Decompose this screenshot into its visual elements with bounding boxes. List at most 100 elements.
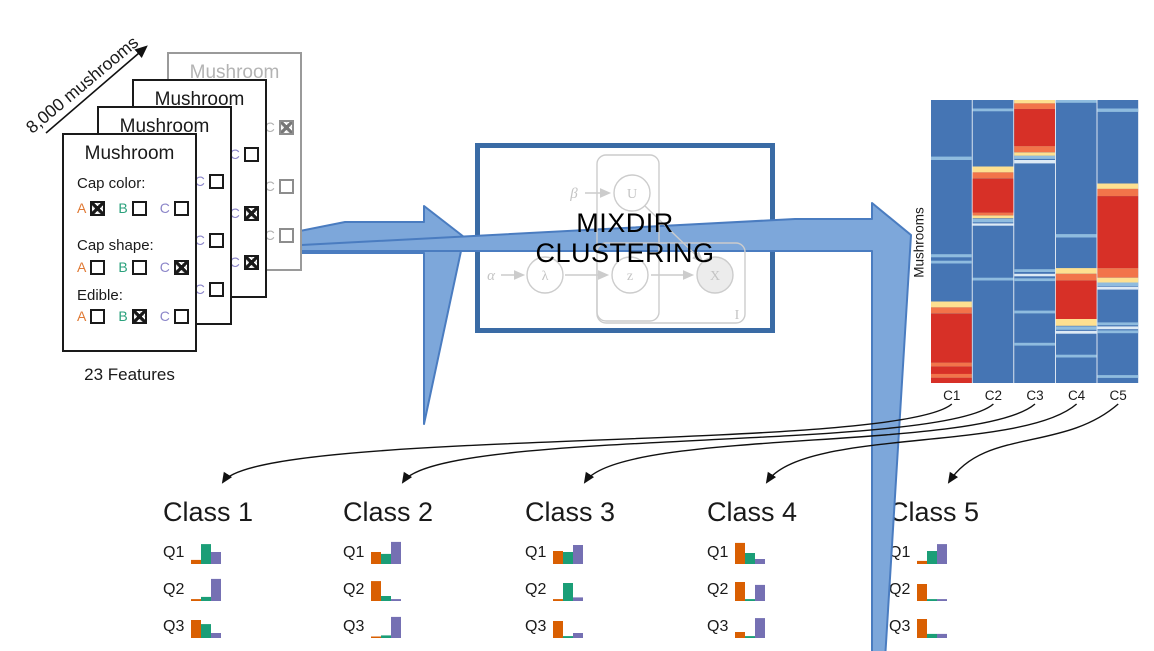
heatmap-segment bbox=[1055, 268, 1097, 274]
heatmap-segment bbox=[1055, 100, 1097, 103]
question-row: Q1 bbox=[707, 537, 847, 564]
bar bbox=[745, 599, 755, 601]
answer-distribution-chart bbox=[735, 618, 765, 638]
model-node-label: U bbox=[627, 187, 637, 202]
option-letter: A bbox=[77, 259, 87, 275]
bar bbox=[927, 633, 937, 638]
heatmap-column bbox=[972, 100, 1014, 383]
question-label: Q2 bbox=[707, 581, 729, 598]
heatmap-segment bbox=[931, 260, 972, 264]
bar bbox=[211, 578, 221, 601]
heatmap-segment bbox=[972, 277, 1014, 281]
option: C bbox=[230, 206, 259, 221]
bar bbox=[755, 618, 765, 638]
option: A bbox=[77, 259, 106, 275]
heatmap-segment bbox=[1055, 280, 1097, 320]
heatmap-segment bbox=[972, 223, 1014, 226]
question-label: Q3 bbox=[343, 618, 365, 635]
heatmap-segment bbox=[1014, 152, 1055, 156]
checkbox bbox=[208, 233, 224, 248]
checkbox bbox=[90, 309, 106, 324]
bar bbox=[917, 584, 927, 601]
heatmap-segment bbox=[972, 215, 1014, 219]
heatmap-segment bbox=[1097, 330, 1139, 334]
features-caption: 23 Features bbox=[84, 365, 175, 384]
checkbox bbox=[278, 228, 294, 243]
heatmap-segment bbox=[1055, 330, 1097, 334]
question-label: Q3 bbox=[707, 618, 729, 635]
heatmap-segment bbox=[1097, 108, 1139, 112]
column-label: C2 bbox=[984, 388, 1003, 403]
option: B bbox=[118, 259, 147, 275]
checkbox bbox=[208, 282, 224, 297]
option-letter: B bbox=[118, 259, 128, 275]
heatmap-segment bbox=[1055, 234, 1097, 238]
bar bbox=[191, 620, 201, 638]
hyperparameter-label: β bbox=[569, 186, 578, 202]
question-row: Q3 bbox=[343, 611, 483, 638]
bar bbox=[553, 551, 563, 564]
question-label: Q2 bbox=[163, 581, 185, 598]
answer-distribution-chart bbox=[917, 584, 947, 601]
answer-distribution-chart bbox=[191, 578, 221, 601]
heatmap-segment bbox=[931, 254, 972, 258]
column-label: C1 bbox=[943, 388, 961, 403]
bar bbox=[391, 541, 401, 564]
option: C bbox=[265, 179, 294, 194]
bar bbox=[191, 599, 201, 601]
option: B bbox=[118, 309, 147, 324]
card-title: Mushroom bbox=[154, 89, 245, 110]
heatmap-segment bbox=[1014, 278, 1055, 282]
heatmap-segment bbox=[1014, 273, 1055, 277]
bar bbox=[573, 545, 583, 564]
option-row: A B C bbox=[77, 260, 189, 275]
bar bbox=[735, 632, 745, 638]
question-label: Q1 bbox=[163, 544, 185, 561]
option-letter: B bbox=[118, 200, 128, 216]
bar bbox=[573, 597, 583, 601]
question-label: Q2 bbox=[343, 581, 365, 598]
answer-distribution-chart bbox=[371, 541, 401, 564]
model-title-line1: MIXDIR bbox=[576, 207, 674, 238]
feature-label: Cap color: bbox=[77, 175, 146, 192]
answer-distribution-chart bbox=[917, 544, 947, 564]
answer-distribution-chart bbox=[553, 545, 583, 564]
class-title: Class 2 bbox=[343, 497, 434, 527]
heatmap-segment bbox=[1014, 342, 1055, 346]
checkbox bbox=[90, 260, 106, 275]
feature-label: Cap shape: bbox=[77, 237, 154, 254]
option: C bbox=[160, 260, 189, 275]
bar bbox=[371, 552, 381, 564]
bar bbox=[381, 596, 391, 601]
question-row: Q2 bbox=[707, 574, 847, 601]
answer-distribution-chart bbox=[553, 583, 583, 601]
column-label: C4 bbox=[1067, 388, 1086, 403]
option-letter: C bbox=[159, 200, 170, 216]
option: C bbox=[160, 309, 189, 324]
heatmap-segment bbox=[1097, 196, 1139, 269]
answer-distribution-chart bbox=[371, 581, 401, 601]
option: A bbox=[77, 309, 106, 324]
answer-distribution-chart bbox=[553, 621, 583, 638]
heatmap-segment bbox=[1097, 268, 1139, 278]
option: C bbox=[160, 201, 189, 216]
heatmap-column bbox=[1055, 100, 1097, 383]
model-title-line2: CLUSTERING bbox=[535, 238, 715, 268]
bar bbox=[937, 544, 947, 564]
heatmap-segment bbox=[931, 362, 972, 367]
card-title: Mushroom bbox=[189, 62, 280, 83]
answer-distribution-chart bbox=[735, 542, 765, 564]
question-row: Q1 bbox=[525, 537, 665, 564]
checkbox bbox=[90, 201, 106, 216]
bar bbox=[381, 635, 391, 638]
option: C bbox=[230, 147, 259, 162]
checkbox bbox=[243, 255, 259, 270]
